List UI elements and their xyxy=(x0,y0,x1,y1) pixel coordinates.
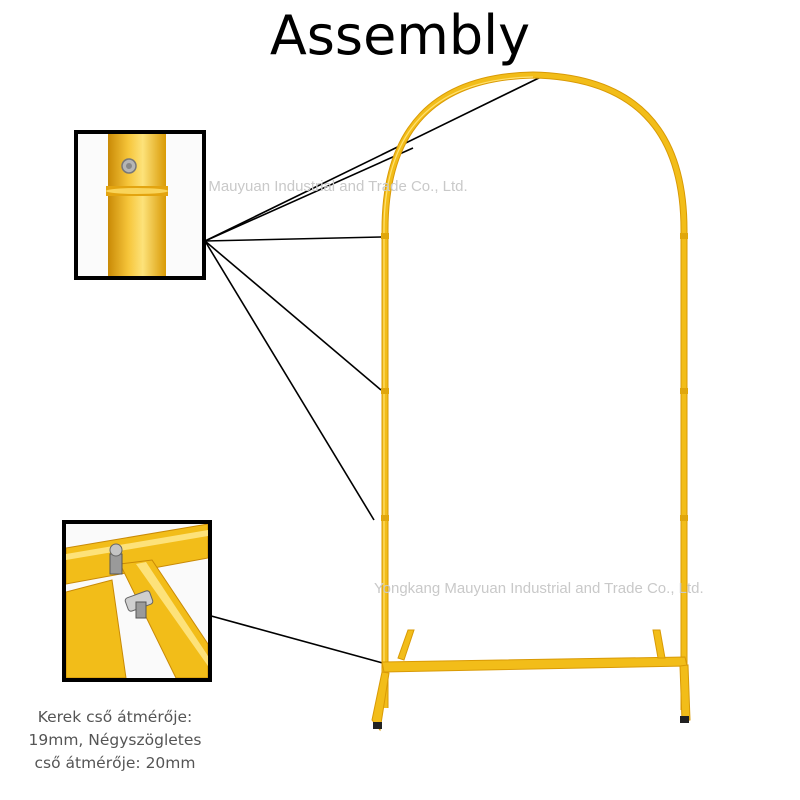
arch-tube xyxy=(382,72,687,710)
joint-pin-closeup-icon xyxy=(78,134,202,276)
watermark-bottom: Yongkang Mauyuan Industrial and Trade Co… xyxy=(374,580,704,597)
pointer-line-joint-3 xyxy=(204,240,375,521)
pointer-line-arch-side xyxy=(204,147,414,242)
joint-collar xyxy=(680,388,688,394)
tube-diameter-caption: Kerek cső átmérője: 19mm, Négyszögletes … xyxy=(0,706,230,775)
left-foot-bar xyxy=(397,629,415,661)
caption-line-3: cső átmérője: 20mm xyxy=(34,754,196,772)
arch-tube-highlight xyxy=(383,76,534,700)
arch-tube-shadow xyxy=(381,71,688,710)
watermark-top: Yongkang Mauyuan Industrial and Trade Co… xyxy=(138,178,468,195)
joint-collar xyxy=(381,233,389,239)
left-foot-bar-front xyxy=(371,671,390,732)
left-foot-cap xyxy=(373,722,382,729)
pointer-line-base xyxy=(203,613,391,666)
right-foot-cap xyxy=(680,716,689,723)
joint-collar xyxy=(381,515,389,521)
base-crossbar xyxy=(381,656,688,673)
pointer-line-joint-2 xyxy=(204,240,382,391)
page-title: Assembly xyxy=(269,4,531,67)
pointer-lines xyxy=(203,74,546,666)
base-clamp-closeup-icon xyxy=(66,524,208,678)
caption-line-2: 19mm, Négyszögletes xyxy=(28,731,202,749)
pointer-line-joint-1 xyxy=(204,236,382,242)
joint-collar xyxy=(680,515,688,521)
arch-frame xyxy=(371,71,691,732)
right-foot-bar xyxy=(652,629,666,659)
caption-line-1: Kerek cső átmérője: xyxy=(37,708,193,726)
joint-pin-closeup-inset xyxy=(74,130,206,280)
right-foot-bar-front xyxy=(679,664,691,723)
pointer-line-arch-top xyxy=(204,74,546,242)
joint-collar xyxy=(680,233,688,239)
base-clamp-closeup-inset xyxy=(62,520,212,682)
joint-collar xyxy=(381,388,389,394)
